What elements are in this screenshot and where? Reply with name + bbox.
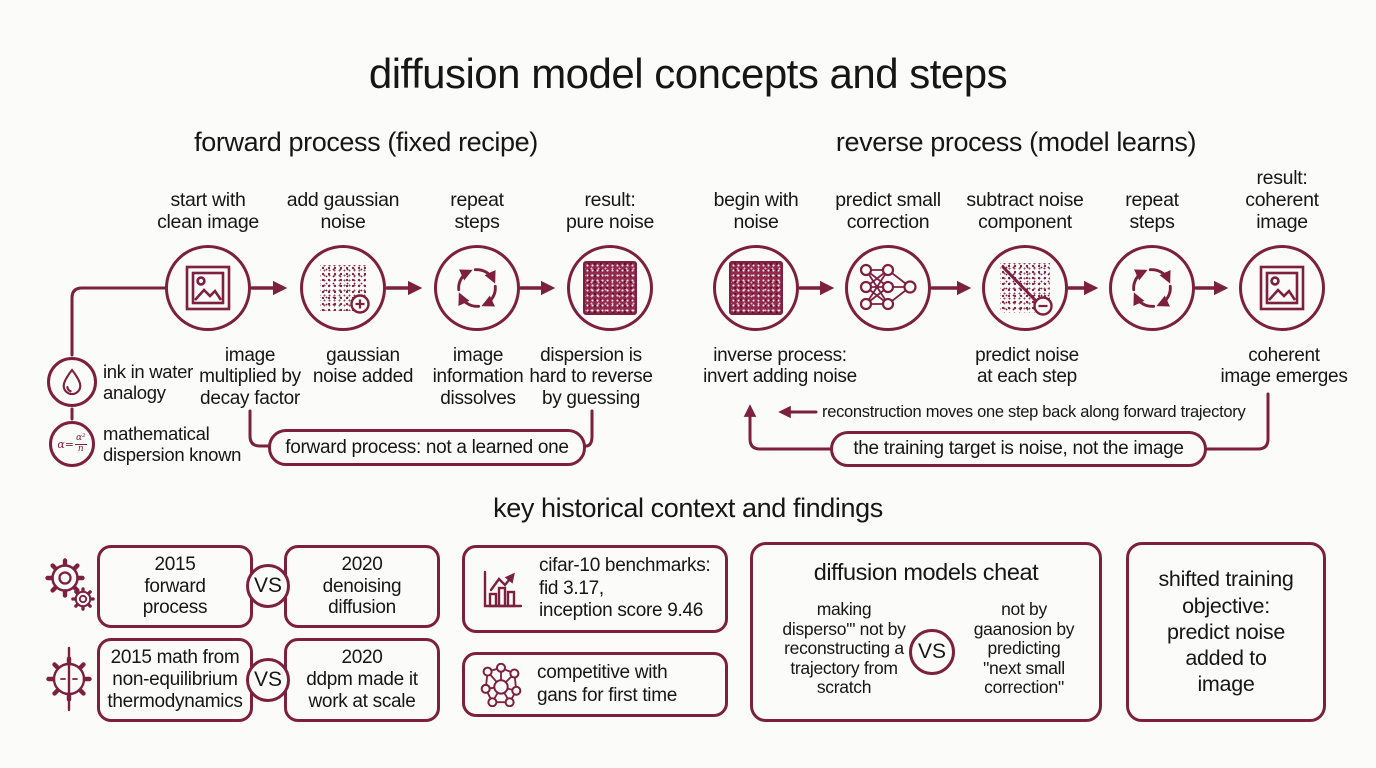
droplet-icon: [62, 368, 82, 395]
forward-step-4-circle: [567, 245, 653, 331]
trajectory-annotation: reconstruction moves one step back along…: [822, 403, 1246, 421]
forward-section-title: forward process (fixed recipe): [194, 127, 538, 157]
cycle-icon: [1132, 268, 1172, 308]
forward-step-3-label: repeat steps: [450, 189, 504, 233]
gan-text: competitive with gans for first time: [537, 662, 678, 706]
minus-icon: [1033, 296, 1053, 316]
forward-step-2-circle: [300, 245, 386, 331]
plus-icon: [350, 294, 370, 314]
benchmark-card: cifar-10 benchmarks: fid 3.17, inception…: [462, 545, 728, 633]
noise-plus-icon: [320, 265, 370, 314]
forward-step-2-caption: gaussian noise added: [312, 345, 414, 388]
formula-circle: α= α² n: [49, 421, 95, 467]
formula-numerator: α²: [74, 433, 87, 445]
reverse-step-1-label: begin with noise: [713, 189, 799, 233]
history-section-title: key historical context and findings: [493, 493, 883, 523]
noise-square-icon: [729, 261, 783, 315]
cheat-vs-badge: VS: [909, 629, 955, 675]
reverse-step-5-caption: coherent image emerges: [1220, 345, 1348, 388]
math-dispersion-label: mathematical dispersion known: [103, 423, 242, 466]
molecule-icon: [480, 662, 522, 707]
reverse-pill: the training target is noise, not the im…: [830, 431, 1207, 467]
formula-denominator: n: [77, 443, 84, 454]
vs-badge-row-2: VS: [246, 658, 290, 702]
forward-step-3-circle: [434, 245, 520, 331]
vs-box-2020-denoising: 2020 denoising diffusion: [284, 545, 440, 628]
ink-analogy-label: ink in water analogy: [103, 361, 193, 404]
cheat-card-title: diffusion models cheat: [813, 559, 1039, 585]
vs-badge-row-1: VS: [246, 564, 290, 608]
reverse-section-title: reverse process (model learns): [835, 127, 1197, 157]
forward-step-1-circle: [165, 245, 251, 331]
reverse-step-4-label: repeat steps: [1125, 189, 1179, 233]
image-icon: [185, 265, 231, 311]
forward-step-1-label: start with clean image: [157, 189, 259, 233]
cheat-right-text: not by gaanosion by predicting "next sma…: [973, 599, 1075, 698]
reverse-step-2-label: predict small correction: [835, 189, 941, 233]
split-gear-icon: [46, 646, 92, 712]
reverse-step-2-circle: [845, 245, 931, 331]
reverse-step-5-circle: [1239, 245, 1325, 331]
reverse-step-3-label: subtract noise component: [966, 189, 1084, 233]
neural-net-icon: [859, 263, 917, 311]
cycle-icon: [457, 268, 497, 308]
noise-square-icon: [583, 261, 637, 315]
reverse-step-3-caption: predict noise at each step: [975, 345, 1079, 388]
formula-lhs: α=: [57, 437, 74, 451]
cheat-card: diffusion models cheat making disperso'"…: [750, 542, 1102, 722]
benchmark-text: cifar-10 benchmarks: fid 3.17, inception…: [539, 555, 711, 622]
vs-box-2020-ddpm: 2020 ddpm made it work at scale: [284, 638, 440, 722]
forward-step-4-caption: dispersion is hard to reverse by guessin…: [529, 345, 653, 409]
reverse-step-1-caption: inverse process: invert adding noise: [703, 345, 857, 388]
objective-card: shifted training objective: predict nois…: [1126, 542, 1326, 722]
reverse-step-3-circle: [982, 245, 1068, 331]
reverse-step-1-circle: [713, 245, 799, 331]
image-icon: [1259, 265, 1305, 311]
noise-minus-icon: [1000, 263, 1053, 316]
forward-step-2-label: add gaussian noise: [286, 189, 400, 233]
page-title: diffusion model concepts and steps: [368, 50, 1008, 97]
reverse-step-4-circle: [1109, 245, 1195, 331]
formula-icon: α= α² n: [57, 433, 87, 454]
forward-step-4-label: result: pure noise: [565, 189, 655, 233]
chart-icon: [483, 570, 523, 608]
gears-icon: [45, 558, 95, 611]
forward-step-1-caption: image multiplied by decay factor: [199, 345, 301, 409]
vs-box-2015-thermodynamics: 2015 math from non-equilibrium thermodyn…: [97, 638, 253, 722]
gan-card: competitive with gans for first time: [462, 652, 728, 717]
forward-pill: forward process: not a learned one: [268, 429, 586, 466]
reverse-step-5-label: result: coherent image: [1245, 167, 1319, 233]
forward-step-3-caption: image information dissolves: [432, 345, 524, 409]
cheat-left-text: making disperso'" not by reconstructing …: [782, 599, 906, 698]
vs-box-2015-forward: 2015 forward process: [97, 545, 253, 628]
ink-analogy-circle: [47, 357, 97, 407]
